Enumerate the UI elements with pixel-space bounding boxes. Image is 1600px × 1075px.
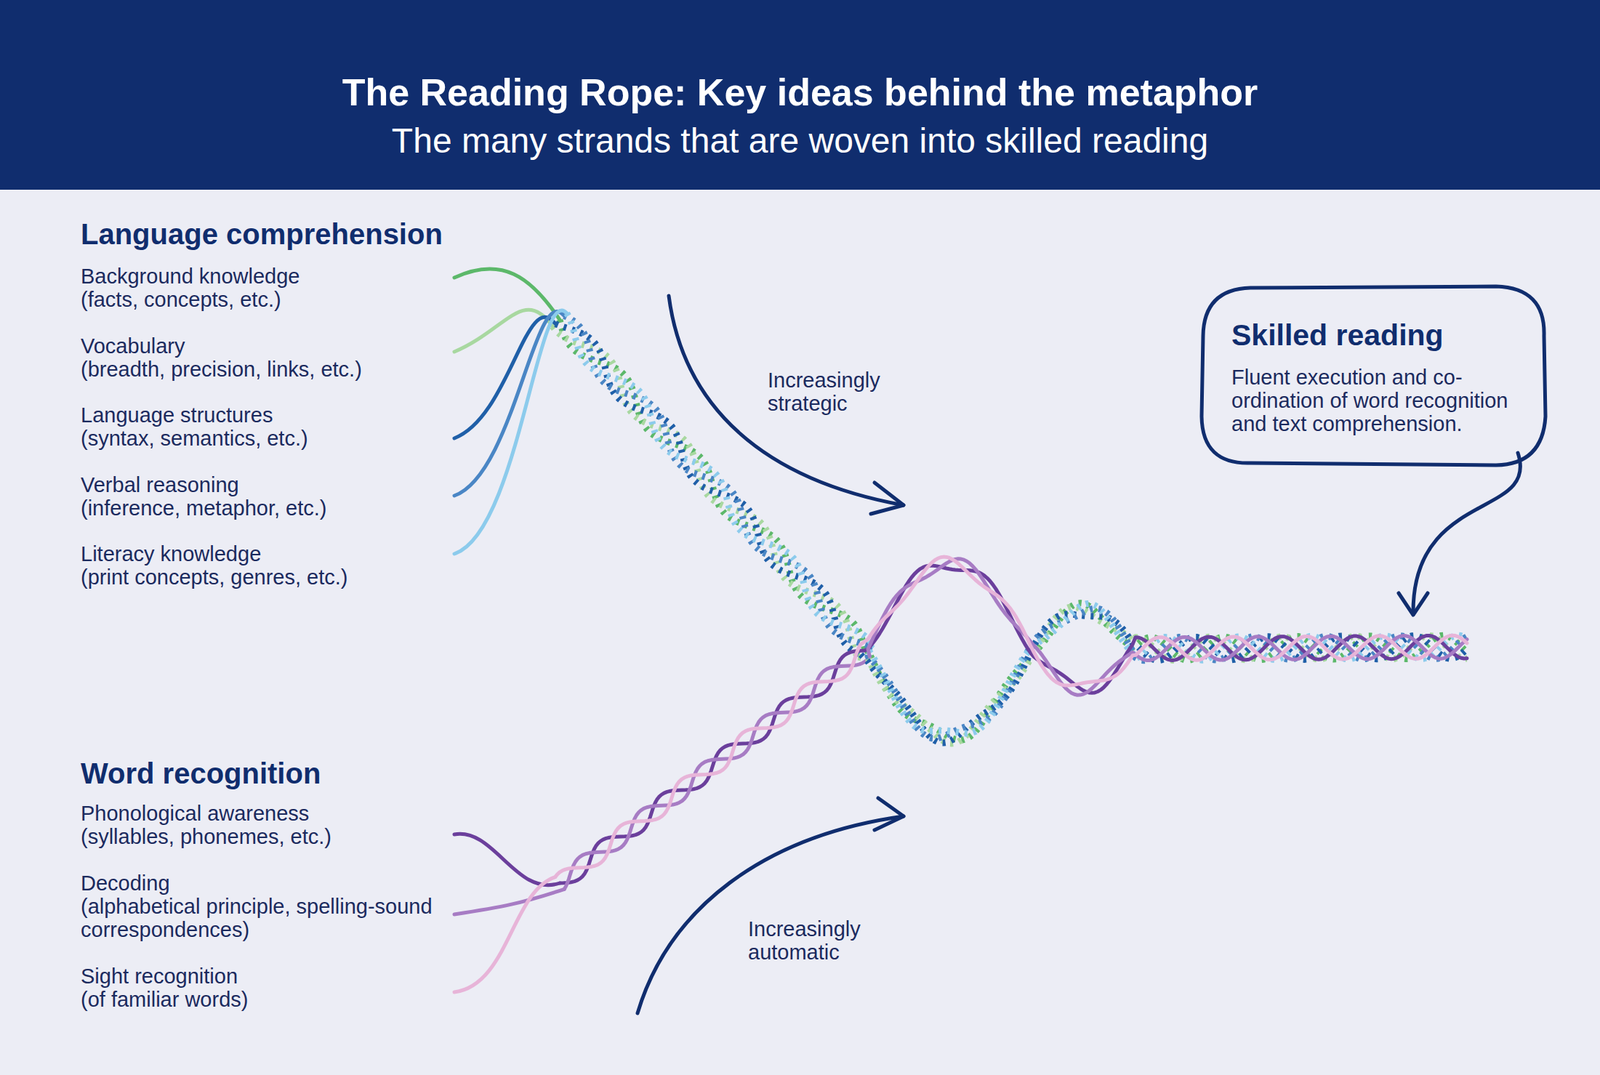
strand-detail: (of familiar words) [80,987,517,1012]
comprehension-strand [564,315,870,647]
strand-detail: (syllables, phonemes, etc.) [80,825,517,849]
strand-name: Vocabulary [80,334,517,358]
word-strand [454,877,556,993]
bubble-tail-head [1398,593,1428,615]
strand-name: Sight recognition [80,964,517,988]
strand-name: Literacy knowledge [80,542,517,566]
word-strand [865,565,1467,693]
strand-detail: (alphabetical principle, spelling-sound … [80,894,445,942]
strand-detail: (breadth, precision, links, etc.) [80,357,517,381]
strand-name: Phonological awareness [80,801,517,826]
comprehension-strand [860,614,1467,743]
word-strand [454,310,568,554]
bubble-heading: Skilled reading [1231,318,1515,353]
word-strand [555,644,861,878]
bubble-body: Fluent execution and co-ordination of wo… [1231,365,1515,436]
section-heading: Language comprehension [80,218,590,251]
bubble-border [1201,286,1546,466]
word-strand [860,556,1467,686]
automatic-arrow [637,816,904,1014]
comprehension-strand [857,606,1467,744]
title-text: The Reading Rope: Key ideas behind the m… [0,70,1600,115]
comprehension-strand [865,603,1467,741]
word-strand [454,833,560,885]
comprehension-strand [867,608,1467,739]
comprehension-strand [567,313,873,645]
comprehension-strand [867,604,1467,734]
automatic-arrowhead [874,798,904,831]
word-strand [454,268,560,320]
arrow-label: Increasingly automatic [748,917,894,964]
strand-detail: (print concepts, genres, etc.) [80,565,517,589]
strand-name: Language structures [80,403,517,427]
strand-name: Background knowledge [80,264,517,288]
word-strand [559,650,866,884]
strand-detail: (syntax, semantics, etc.) [80,426,517,450]
word-strand [454,309,553,352]
subtitle-text: The many strands that are woven into ski… [0,120,1600,161]
section-heading: Word recognition [80,757,590,791]
strategic-arrowhead [870,482,904,514]
strand-name: Verbal reasoning [80,473,517,497]
word-strand [454,889,565,915]
strand-detail: (inference, metaphor, etc.) [80,496,517,520]
bubble-tail [1413,452,1521,613]
strand-detail: (facts, concepts, etc.) [80,287,517,312]
strand-name: Decoding [80,871,517,895]
speech-bubble: Skilled readingFluent execution and co-o… [1199,284,1547,468]
arrow-label: Increasingly strategic [767,368,914,416]
word-strand [867,559,1467,695]
